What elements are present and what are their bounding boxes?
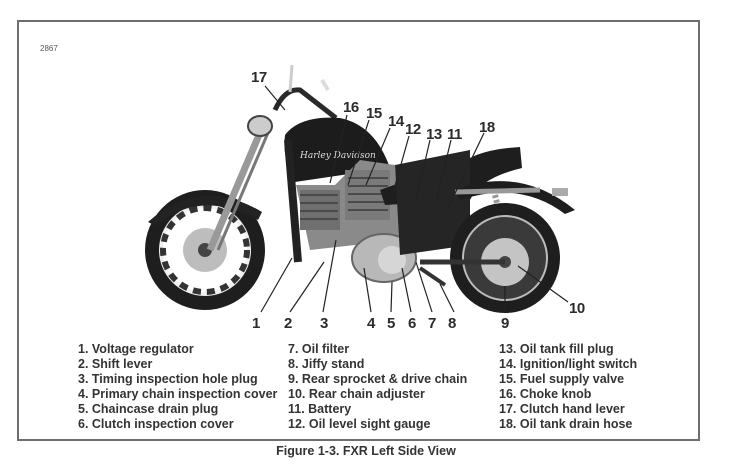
headlight: [247, 115, 273, 137]
legend-item: 10. Rear chain adjuster: [288, 387, 425, 401]
legend-item: 1. Voltage regulator: [78, 342, 194, 356]
legend-item: 17. Clutch hand lever: [499, 402, 625, 416]
leader-lines: [260, 85, 569, 313]
legend-item: 13. Oil tank fill plug: [499, 342, 614, 356]
handlebar: [272, 87, 338, 120]
callout-3: 3: [320, 315, 328, 332]
callout-9: 9: [501, 315, 509, 332]
callout-16: 16: [343, 99, 359, 116]
callout-11: 11: [447, 126, 462, 143]
legend-item: 11. Battery: [288, 402, 352, 416]
legend-item: 16. Choke knob: [499, 387, 592, 401]
callout-6: 6: [408, 315, 416, 332]
legend-item: 3. Timing inspection hole plug: [78, 372, 258, 386]
figure-caption: Figure 1-3. FXR Left Side View: [276, 444, 456, 458]
callout-14: 14: [388, 113, 405, 130]
svg-text:Harley Davidson: Harley Davidson: [299, 151, 376, 161]
callout-5: 5: [387, 315, 395, 332]
callout-15: 15: [366, 105, 382, 122]
legend-item: 7. Oil filter: [288, 342, 350, 356]
callout-7: 7: [428, 315, 436, 332]
legend-column-2: 7. Oil filter 8. Jiffy stand 9. Rear spr…: [288, 342, 467, 432]
legend-item: 15. Fuel supply valve: [499, 372, 625, 386]
callout-13: 13: [426, 126, 442, 143]
callout-1: 1: [252, 315, 260, 332]
legend-item: 5. Chaincase drain plug: [78, 402, 219, 416]
callout-2: 2: [284, 315, 292, 332]
legend-item: 4. Primary chain inspection cover: [78, 387, 278, 401]
motorcycle-illustration: Harley Davidson: [145, 64, 585, 332]
figure-frame: [17, 20, 700, 441]
callout-18: 18: [479, 119, 495, 136]
legend-item: 6. Clutch inspection cover: [78, 417, 234, 431]
figure-id: 2867: [40, 44, 58, 53]
legend-column-3: 13. Oil tank fill plug 14. Ignition/ligh…: [499, 342, 637, 432]
legend-column-1: 1. Voltage regulator 2. Shift lever 3. T…: [78, 342, 277, 432]
legend-item: 8. Jiffy stand: [288, 357, 365, 371]
callout-numbers: 17 16 15 14 12 13 11 18 1 2 3 4 5 6 7 8 …: [251, 69, 585, 332]
legend-item: 12. Oil level sight gauge: [288, 417, 431, 431]
callout-12: 12: [405, 121, 421, 138]
callout-10: 10: [569, 300, 585, 317]
legend-item: 2. Shift lever: [78, 357, 153, 371]
legend-item: 18. Oil tank drain hose: [499, 417, 633, 431]
callout-4: 4: [367, 315, 376, 332]
callout-8: 8: [448, 315, 456, 332]
callout-17: 17: [251, 69, 267, 86]
engine: [296, 160, 400, 250]
legend-item: 9. Rear sprocket & drive chain: [288, 372, 468, 386]
legend-item: 14. Ignition/light switch: [499, 357, 638, 371]
